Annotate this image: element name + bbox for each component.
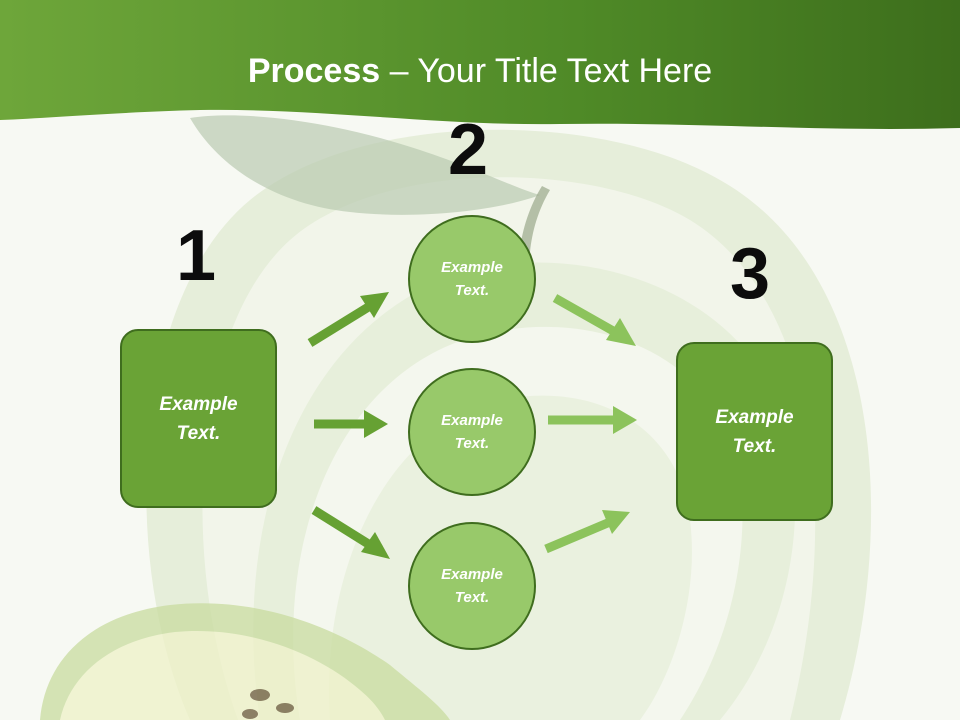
arrow-bottom-to-right (544, 510, 630, 554)
title-bold: Process (247, 52, 381, 90)
left-box-line1: Example (159, 393, 238, 415)
step-number-1: 1 (176, 216, 217, 296)
right-box-line2: Text. (732, 435, 777, 457)
arrow-left-to-top (307, 292, 389, 347)
stem-shape (520, 186, 550, 252)
circle-middle-line2: Text. (454, 435, 490, 452)
left-box-line2: Text. (176, 422, 221, 444)
title-rest: – Your Title Text Here (380, 52, 713, 90)
arrow-top-to-right (552, 294, 636, 346)
left-process-box: Example Text. (120, 329, 277, 508)
arrow-left-to-bottom (311, 506, 390, 559)
circle-bottom-line2: Text. (454, 589, 490, 606)
leaf-shape (190, 115, 540, 215)
step-number-3: 3 (730, 234, 771, 314)
top-process-circle: Example Text. (408, 215, 536, 343)
slide-title: Process – Your Title Text Here (0, 52, 960, 91)
bottom-process-circle: Example Text. (408, 522, 536, 650)
arrow-middle-to-right (548, 406, 637, 434)
circle-middle-line1: Example (441, 412, 503, 429)
header-band (0, 0, 960, 129)
right-process-box: Example Text. (676, 342, 833, 521)
circle-bottom-line1: Example (441, 566, 503, 583)
middle-process-circle: Example Text. (408, 368, 536, 496)
circle-top-line1: Example (441, 259, 503, 276)
circle-top-line2: Text. (454, 282, 490, 299)
arrow-left-to-middle (314, 410, 388, 438)
step-number-2: 2 (448, 110, 489, 190)
half-apple-shape (40, 603, 450, 720)
right-box-line1: Example (715, 406, 794, 428)
